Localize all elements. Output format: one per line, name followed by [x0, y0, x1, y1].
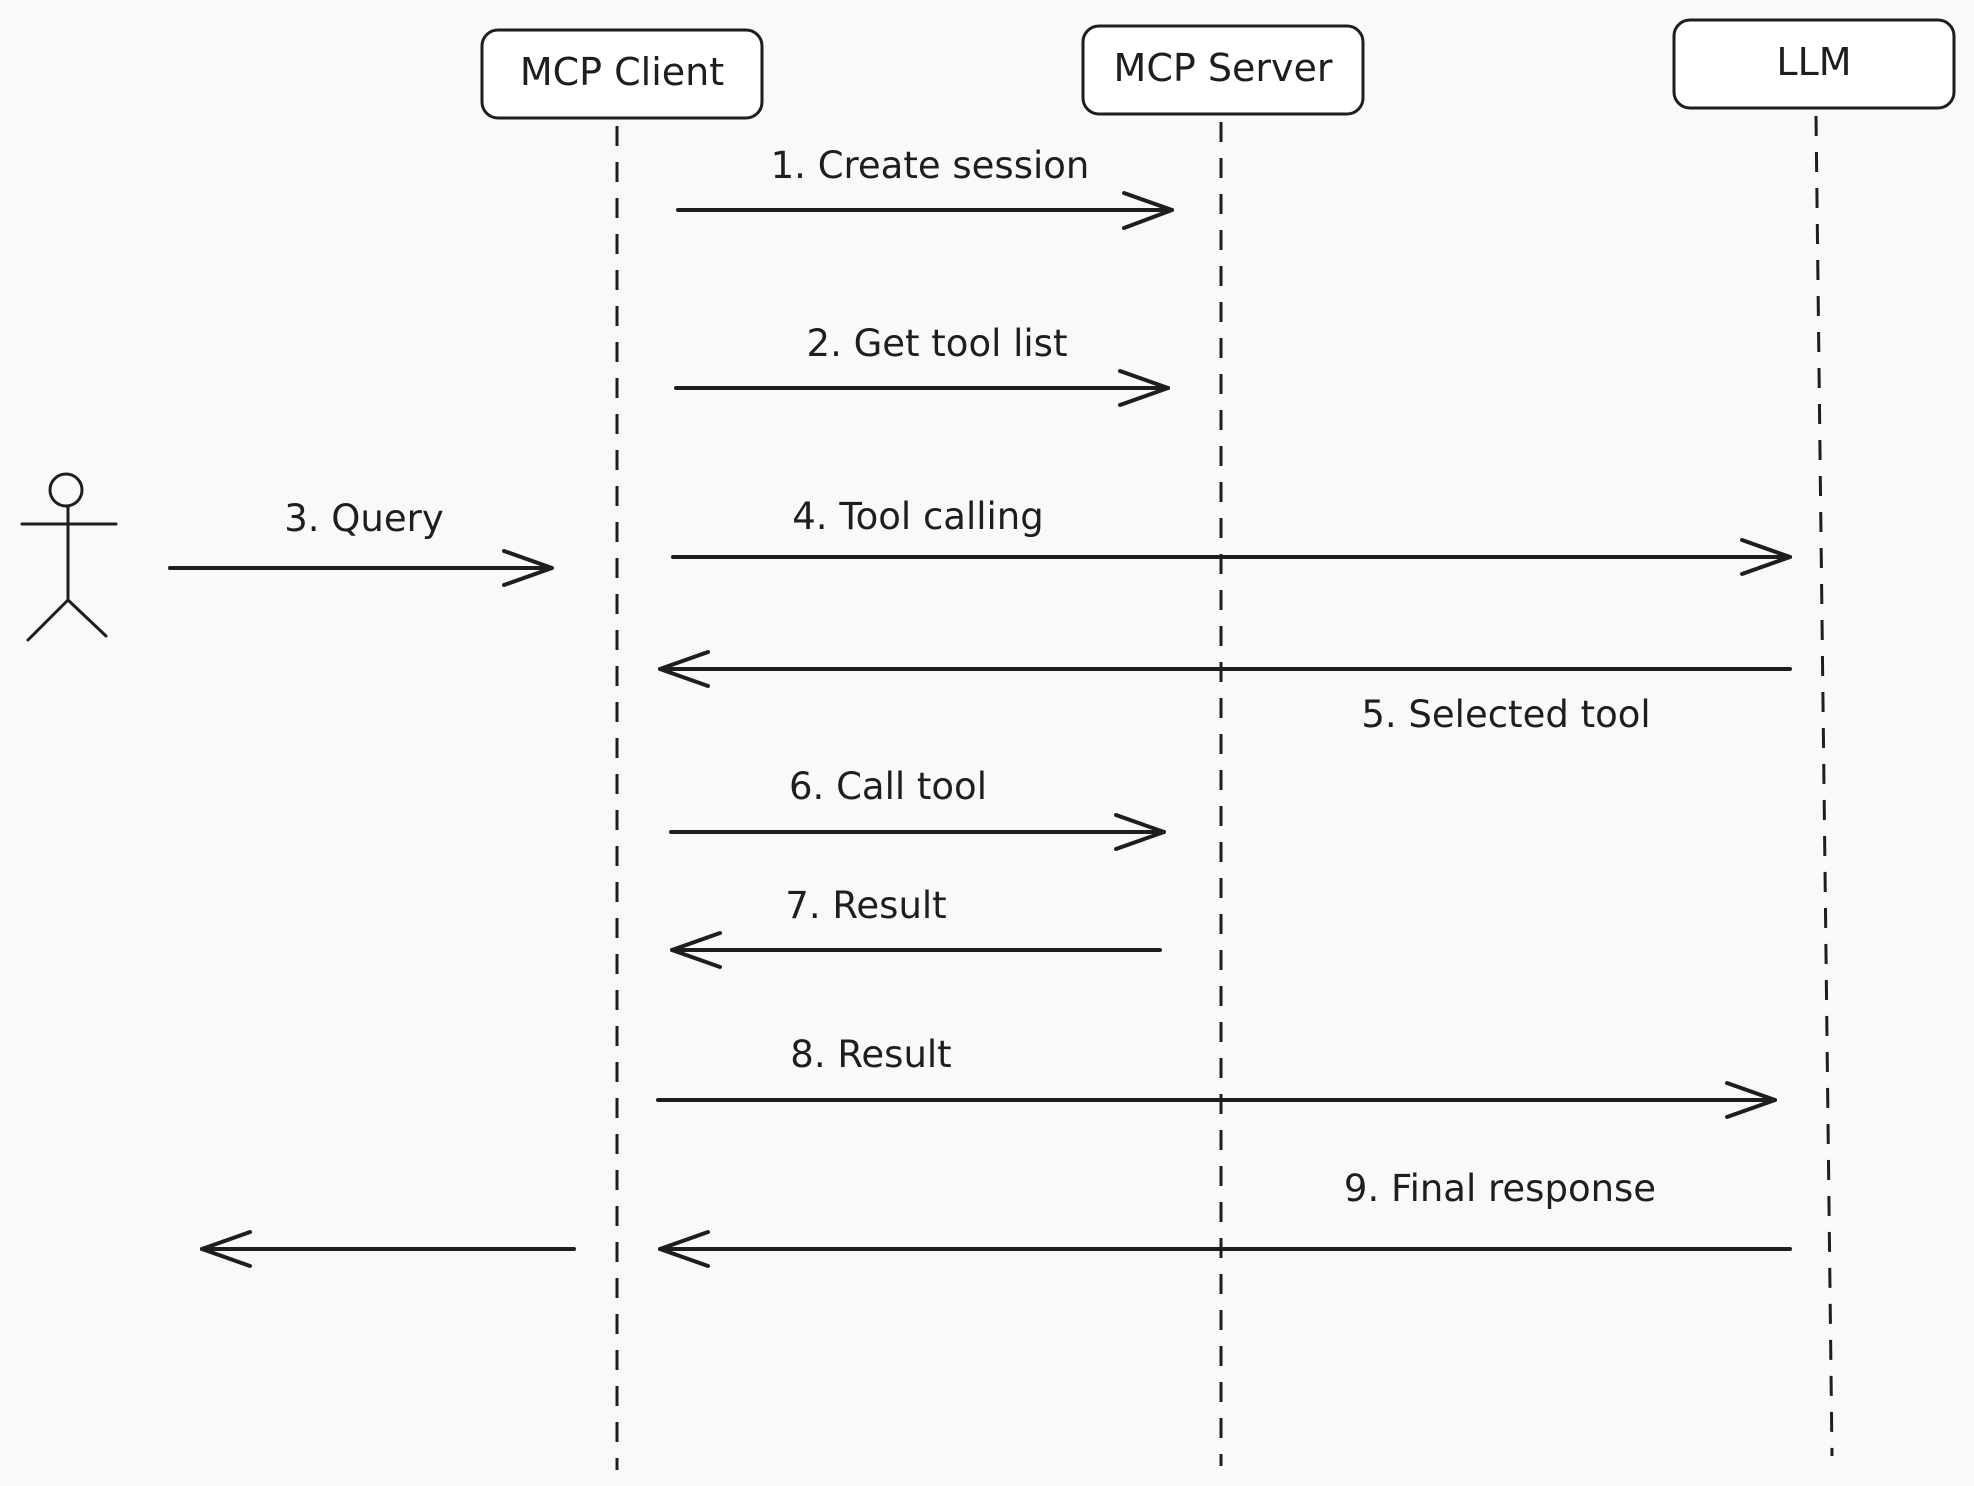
participant-label-mcp-server: MCP Server — [1114, 46, 1333, 90]
participant-mcp-client: MCP Client — [480, 28, 764, 120]
user-actor-icon — [20, 472, 118, 642]
message-10-arrowhead — [200, 1230, 252, 1268]
message-6-arrowhead — [1114, 813, 1166, 851]
participant-box-mcp-client — [480, 28, 764, 120]
participant-box-llm — [1672, 18, 1956, 110]
participant-box-mcp-server — [1081, 24, 1365, 116]
message-4-arrowhead — [1740, 538, 1792, 576]
message-1-arrowhead — [1122, 191, 1174, 230]
message-7-arrowhead — [670, 931, 722, 969]
actor-head — [48, 472, 84, 508]
message-6: 6. Call tool — [669, 765, 1166, 851]
message-9-label: 9. Final response — [1344, 1167, 1656, 1210]
actor-left-leg — [26, 598, 70, 642]
lifeline-llm — [1814, 115, 1834, 1457]
message-7-label: 7. Result — [785, 884, 946, 927]
message-7: 7. Result — [670, 884, 1162, 969]
message-2-arrowhead — [1118, 369, 1170, 407]
message-8-arrowhead — [1725, 1081, 1777, 1119]
message-4-label: 4. Tool calling — [792, 495, 1043, 538]
message-2-label: 2. Get tool list — [807, 322, 1068, 365]
message-5: 5. Selected tool — [658, 650, 1792, 736]
message-5-label: 5. Selected tool — [1361, 693, 1650, 736]
message-1: 1. Create session — [676, 144, 1174, 230]
participant-llm: LLM — [1672, 18, 1956, 110]
message-2: 2. Get tool list — [674, 322, 1170, 407]
message-5-arrowhead — [658, 650, 710, 688]
message-8-label: 8. Result — [790, 1033, 951, 1076]
message-9-arrowhead — [658, 1230, 710, 1268]
participant-mcp-server: MCP Server — [1081, 24, 1365, 116]
message-3-label: 3. Query — [284, 497, 444, 540]
message-3: 3. Query — [168, 497, 554, 587]
message-9: 9. Final response — [658, 1167, 1792, 1268]
participant-label-llm: LLM — [1776, 40, 1851, 84]
actor-right-leg — [66, 598, 108, 638]
message-10 — [200, 1230, 576, 1268]
message-4: 4. Tool calling — [671, 495, 1792, 576]
participant-label-mcp-client: MCP Client — [520, 50, 724, 94]
message-1-label: 1. Create session — [771, 144, 1090, 187]
message-6-label: 6. Call tool — [789, 765, 987, 808]
message-3-arrowhead — [502, 549, 554, 587]
message-8: 8. Result — [656, 1033, 1777, 1119]
